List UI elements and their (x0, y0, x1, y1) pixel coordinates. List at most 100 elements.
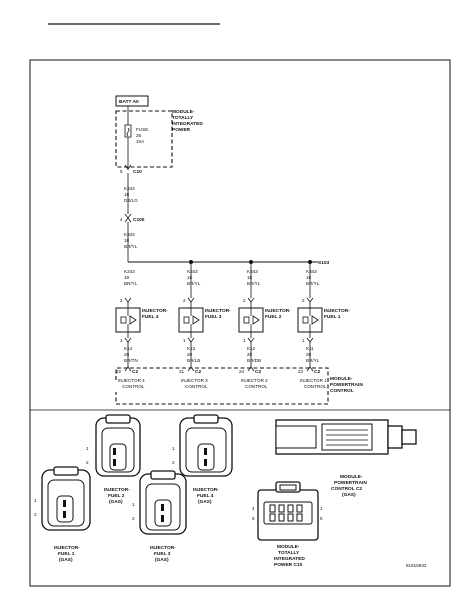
inj4-pin1: 1 (172, 446, 175, 451)
c10-pin-4: 4 (252, 506, 255, 511)
feed-gauge: 18 (306, 275, 312, 280)
c10-pin-5: 5 (320, 516, 323, 521)
inj1-pin2: 2 (34, 512, 37, 517)
injector-label-1: INJECTOR- (142, 308, 168, 314)
pin-bottom: 1 (302, 338, 305, 343)
wire-lower-gauge: 18 (124, 238, 130, 243)
tipm-connector: C10 (133, 169, 142, 175)
pcm-c2-label-2: POWERTRAIN (334, 480, 367, 486)
ctrl-gauge: 20 (247, 352, 253, 357)
battery-label: BATT A0 (119, 99, 139, 105)
pcm-c2-label-4: (GAS) (342, 492, 356, 498)
pcm-signal-label-1: INJECTOR 1 (300, 378, 327, 383)
connector-views: 1 2 INJECTOR- FUEL 2 (GAS) 1 2 INJECTOR-… (34, 414, 417, 568)
battery-box (115, 95, 149, 107)
tipm-label-3: INTEGRATED (172, 121, 203, 127)
pin-bottom: 1 (243, 338, 246, 343)
tipm-label-4: POWER (172, 127, 191, 133)
feed-color: BR/YL (306, 281, 320, 286)
diagram-frame (29, 59, 451, 587)
ctrl-gauge: 20 (187, 352, 193, 357)
wire-lower-circuit: K343 (124, 232, 135, 237)
inj3-label-2: FUEL 3 (154, 551, 171, 557)
injector-label-1: INJECTOR- (205, 308, 231, 314)
pin-top: 2 (243, 298, 246, 303)
pcm-conn: C2 (132, 369, 138, 375)
pcm-pin: 24 (239, 369, 245, 374)
tipm-c10-label-2: TOTALLY (278, 550, 300, 556)
injector-label-1: INJECTOR- (324, 308, 350, 314)
injector-fuel-2-connector: 1 2 INJECTOR- FUEL 2 (GAS) (86, 414, 141, 505)
wire-upper-circuit: K343 (124, 186, 135, 191)
injector-label-2: FUEL 1 (324, 314, 341, 320)
injector-fuel-1-connector: 1 2 INJECTOR- FUEL 1 (GAS) (34, 466, 91, 563)
inj2-pin1: 1 (86, 446, 89, 451)
tipm-c10-label-4: POWER C10 (274, 562, 303, 568)
ctrl-circuit: K14 (124, 346, 133, 351)
wire-lower-color: BR/YL (124, 244, 138, 249)
fuse-symbol (124, 124, 132, 138)
feed-circuit: K343 (124, 269, 135, 274)
ctrl-gauge: 20 (306, 352, 312, 357)
c100-pin: 4 (120, 217, 123, 222)
fuse-label-1: FUSE (136, 127, 148, 132)
tipm-label-2: TOTALLY (172, 115, 194, 121)
ctrl-circuit: K13 (187, 346, 196, 351)
feed-circuit: K343 (187, 269, 198, 274)
pcm-signal-label-2: CONTROL (245, 384, 268, 389)
tipm-c10-connector: 4 8 1 5 MODULE- TOTALLY INTEGRATED POWER… (252, 481, 323, 568)
injector-branch-3 (178, 262, 204, 372)
ctrl-circuit: K11 (306, 346, 314, 351)
pcm-label-3: CONTROL (330, 388, 354, 394)
ctrl-color: BR/DB (247, 358, 261, 363)
injector-nozzle-icon (129, 315, 137, 325)
inj4-label-2: FUEL 4 (197, 493, 214, 499)
injector-branch-1 (297, 262, 323, 372)
wire-upper-color: DB/LG (124, 198, 138, 203)
c10-pin-1: 1 (320, 506, 323, 511)
inj1-label-1: INJECTOR- (54, 545, 80, 551)
tipm-label-1: MODULE- (172, 109, 195, 115)
inj4-pin2: 2 (172, 460, 175, 465)
wire-upper-gauge: 18 (124, 192, 130, 197)
inj1-pin1: 1 (34, 498, 37, 503)
pcm-signal-label-2: CONTROL (122, 384, 145, 389)
inj2-pin2: 2 (86, 460, 89, 465)
injector-nozzle-icon (311, 315, 319, 325)
injector-fuel-4-connector: 1 2 INJECTOR- FUEL 4 (GAS) (172, 414, 233, 505)
pcm-signal-label-2: CONTROL (304, 384, 327, 389)
pin-top: 2 (183, 298, 186, 303)
pcm-conn: C2 (314, 369, 320, 375)
pin-bottom: 1 (120, 338, 123, 343)
tipm-c10-label-1: MODULE- (277, 544, 300, 550)
schematic: BATT A0 MODULE- TOTALLY INTEGRATED POWER… (115, 95, 363, 405)
ctrl-color: BR/TN (124, 358, 138, 363)
pcm-c2-label-3: CONTROL C2 (331, 486, 362, 492)
inj1-label-3: (GAS) (59, 557, 73, 563)
feed-color: BR/YL (187, 281, 201, 286)
feed-color: BR/YL (124, 281, 138, 286)
ctrl-color: BR/YL (306, 358, 320, 363)
inj3-label-1: INJECTOR- (150, 545, 176, 551)
c10-pin-8: 8 (252, 516, 255, 521)
pin-bottom: 1 (183, 338, 186, 343)
pcm-signal-label-1: INJECTOR 2 (241, 378, 268, 383)
fuse-label-3: 15A (136, 139, 145, 144)
pcm-signal-label-1: INJECTOR 3 (181, 378, 208, 383)
injector-label-1: INJECTOR- (265, 308, 291, 314)
injector-label-2: FUEL 3 (205, 314, 222, 320)
c100-name: C100 (133, 217, 145, 223)
feed-circuit: K343 (306, 269, 317, 274)
fuse-label-2: 26 (136, 133, 142, 138)
injector-coil-icon (183, 316, 190, 324)
pcm-c2-connector: MODULE- POWERTRAIN CONTROL C2 (GAS) (275, 419, 417, 498)
inj3-label-3: (GAS) (155, 557, 169, 563)
ctrl-circuit: K12 (247, 346, 256, 351)
figure-code: 81816932 (406, 563, 427, 568)
injector-nozzle-icon (192, 315, 200, 325)
pin-top: 2 (120, 298, 123, 303)
injector-coil-icon (302, 316, 309, 324)
injector-nozzle-icon (252, 315, 260, 325)
pcm-box (115, 367, 329, 405)
